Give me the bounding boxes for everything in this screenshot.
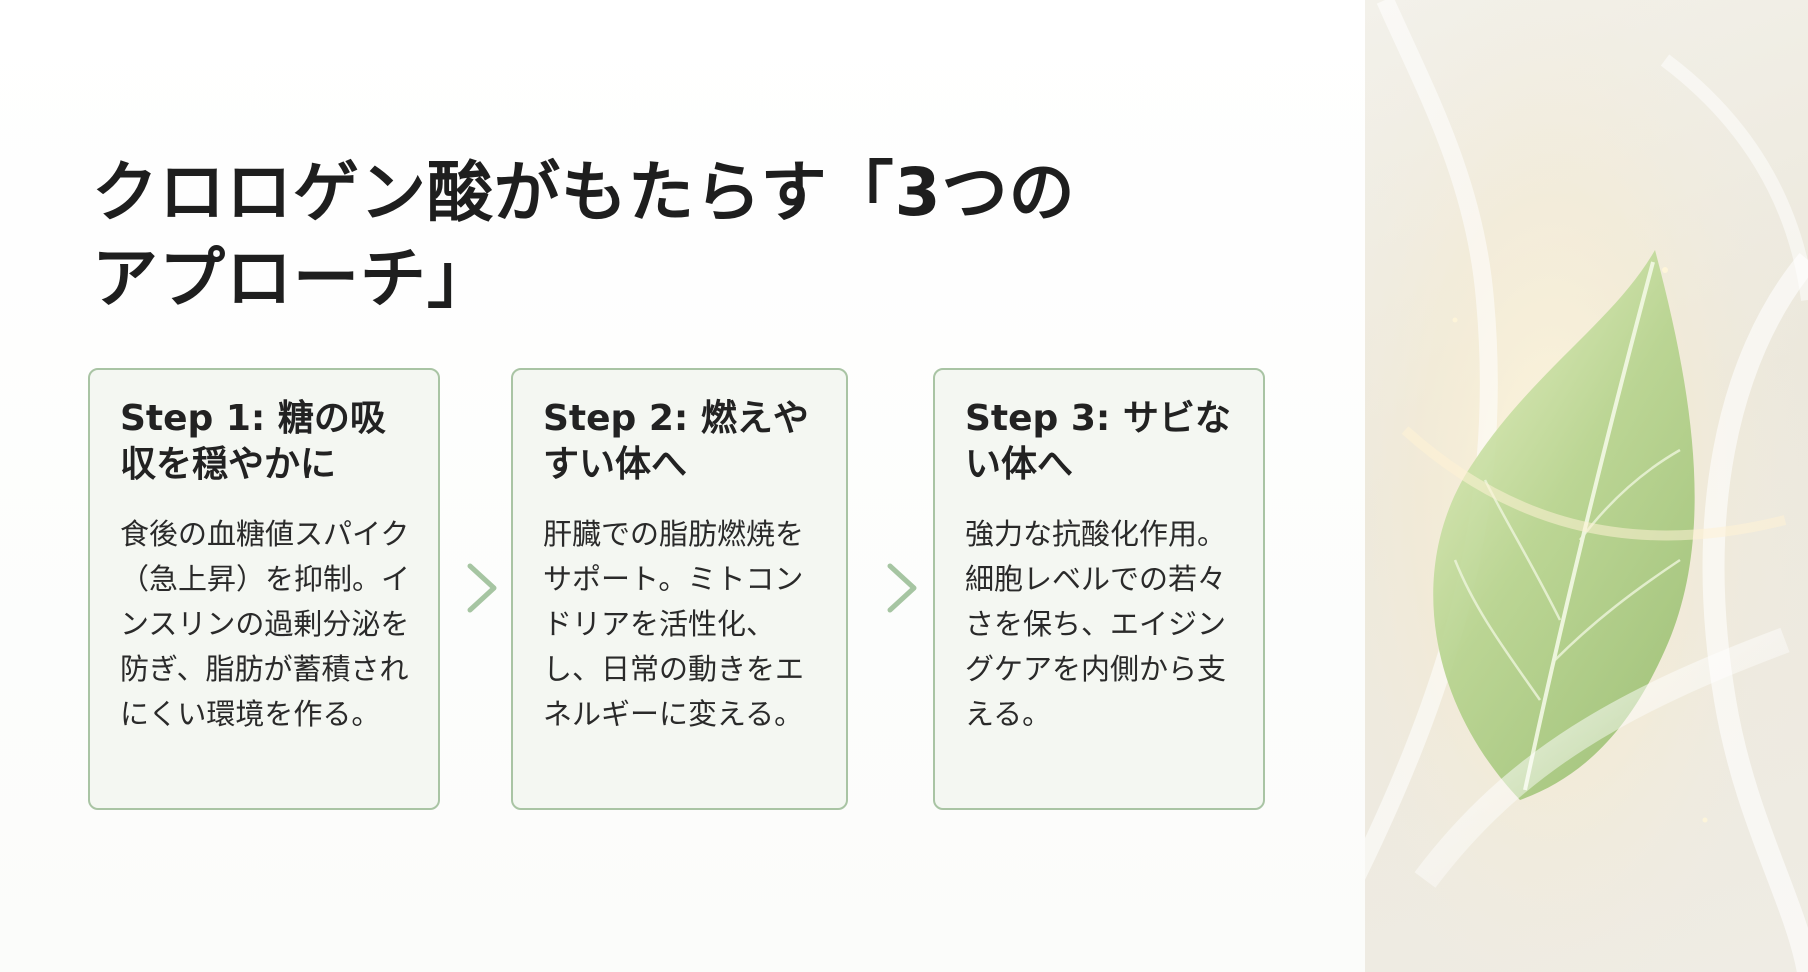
step-card-2: Step 2: 燃えやすい体へ 肝臓での脂肪燃焼をサポート。ミトコンドリアを活性… <box>511 368 848 810</box>
leaf-icon <box>1365 0 1808 972</box>
step-card-3: Step 3: サビない体へ 強力な抗酸化作用。細胞レベルでの若々さを保ち、エイ… <box>933 368 1265 810</box>
slide-title: クロロゲン酸がもたらす「3つのアプローチ」 <box>92 154 1076 317</box>
arrow-right-icon <box>830 563 917 613</box>
step-card-1: Step 1: 糖の吸収を穏やかに 食後の血糖値スパイク（急上昇）を抑制。インス… <box>88 368 440 810</box>
arrow-right-icon <box>410 563 497 613</box>
step-body: 食後の血糖値スパイク（急上昇）を抑制。インスリンの過剰分泌を防ぎ、脂肪が蓄積され… <box>120 517 411 731</box>
step-body: 肝臓での脂肪燃焼をサポート。ミトコンドリアを活性化、し、日常の動きをエネルギーに… <box>543 517 805 731</box>
step-heading: Step 1: 糖の吸収を穏やかに <box>120 398 386 485</box>
step-heading: Step 2: 燃えやすい体へ <box>543 398 809 485</box>
leaf-illustration <box>1365 0 1808 972</box>
step-body: 強力な抗酸化作用。細胞レベルでの若々さを保ち、エイジングケアを内側から支える。 <box>965 517 1227 731</box>
step-heading: Step 3: サビない体へ <box>965 398 1231 485</box>
